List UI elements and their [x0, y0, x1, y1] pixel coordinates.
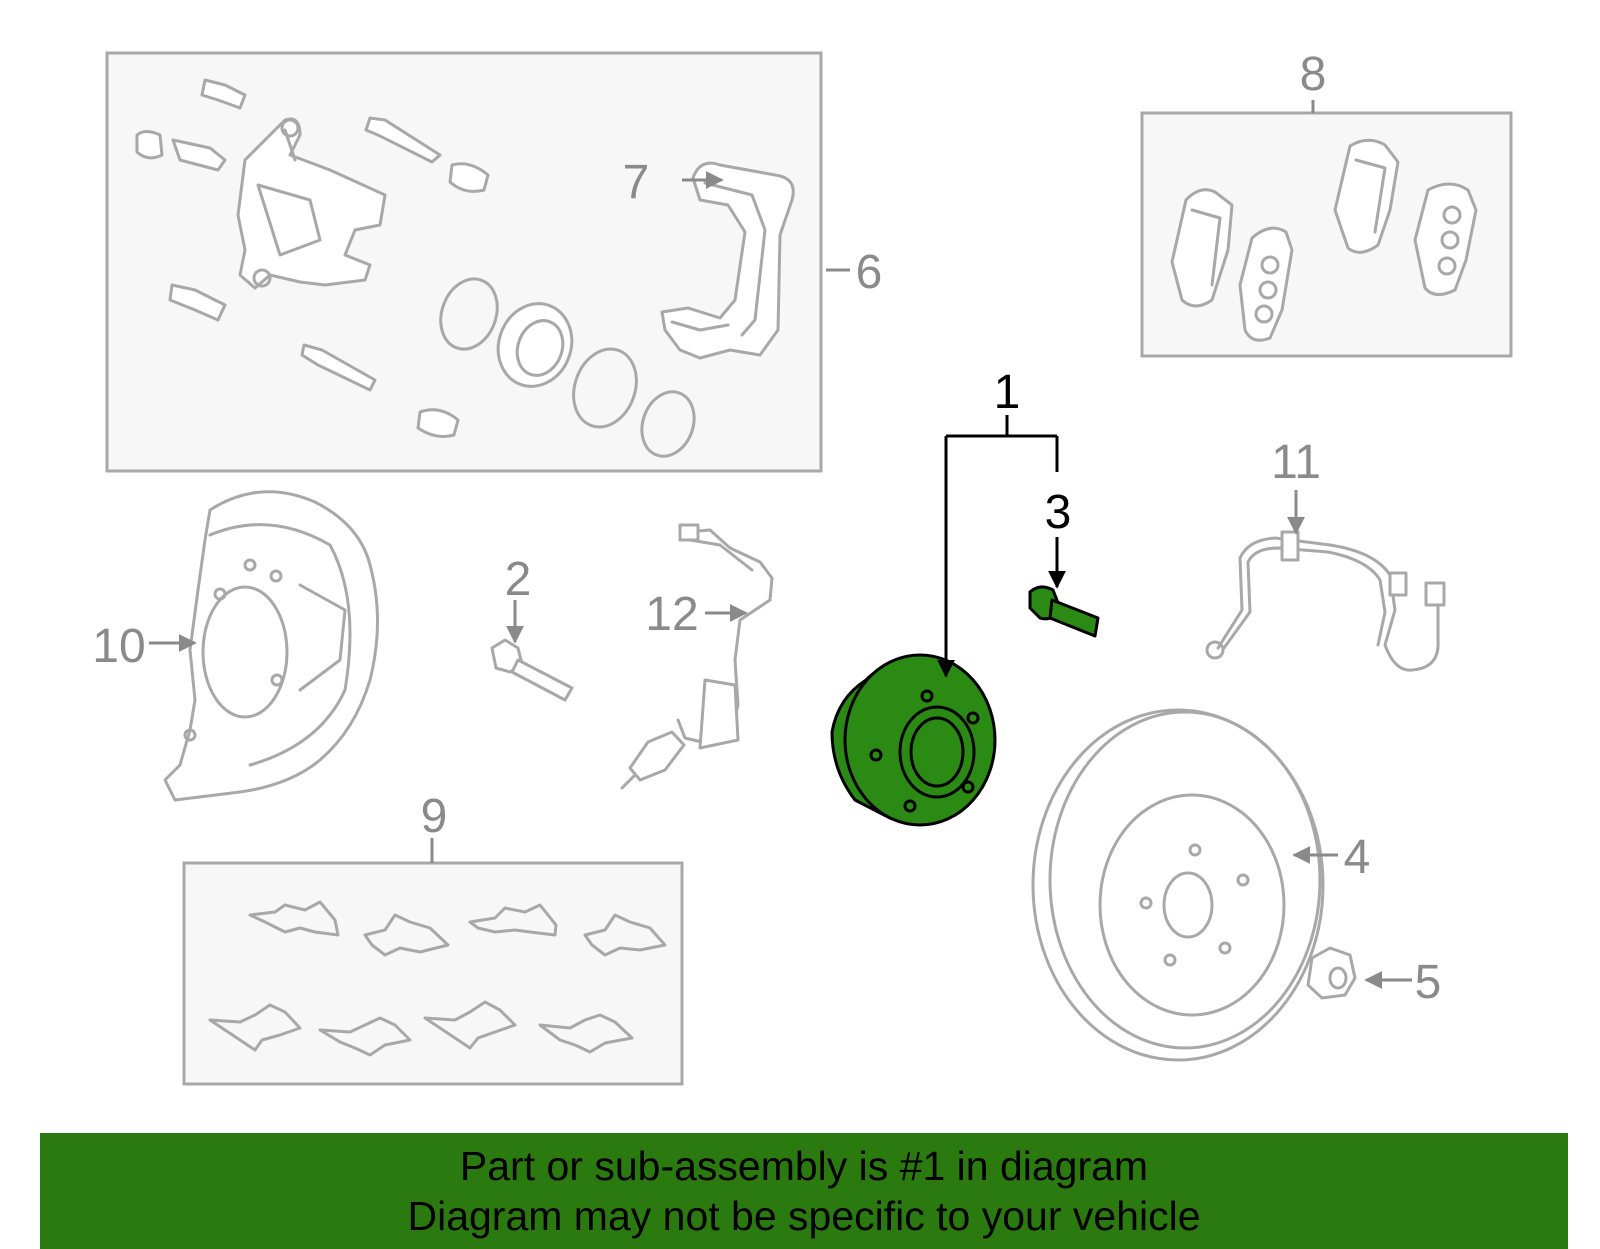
caliper-kit-group — [105, 51, 823, 473]
bolt-part-2 — [490, 638, 574, 702]
callout-2: 2 — [505, 553, 532, 606]
brake-pad-2 — [1238, 226, 1294, 342]
callout-11: 11 — [1271, 436, 1321, 489]
callout-8: 8 — [1300, 48, 1327, 101]
callout-7: 7 — [623, 156, 650, 209]
callout-1: 1 — [994, 366, 1021, 419]
wheel-speed-sensor — [620, 523, 774, 790]
caliper-boot-ring — [572, 347, 638, 429]
brake-rotor — [1031, 708, 1325, 1062]
banner-line-1: Part or sub-assembly is #1 in diagram — [459, 1143, 1149, 1189]
callout-9: 9 — [421, 790, 448, 843]
callout-10: 10 — [92, 620, 145, 673]
callout-3: 3 — [1045, 486, 1072, 539]
hardware-kit-group — [182, 861, 684, 1086]
callout-6: 6 — [856, 246, 883, 299]
caliper-seal-ring — [439, 277, 499, 351]
callout-labels: 1 2 3 4 5 6 7 8 9 10 11 12 — [92, 48, 1441, 1009]
leader-lines — [149, 100, 1412, 989]
lug-nut — [1306, 946, 1357, 1000]
caliper-small-ring — [640, 390, 696, 458]
hub-bearing-assembly — [830, 653, 997, 827]
hub-bolt — [1028, 585, 1100, 638]
caliper-mounting-bracket — [660, 161, 795, 360]
brake-hose — [1205, 530, 1446, 672]
callout-5: 5 — [1415, 956, 1442, 1009]
brake-pad-1 — [1170, 188, 1234, 308]
banner-line-2: Diagram may not be specific to your vehi… — [407, 1193, 1201, 1239]
brake-pads-group — [1140, 111, 1513, 358]
callout-4: 4 — [1344, 831, 1371, 884]
callout-12: 12 — [645, 588, 698, 641]
dust-shield — [163, 490, 379, 802]
caliper-kit-box — [105, 51, 823, 473]
hardware-kit-box — [182, 861, 684, 1086]
info-banner: Part or sub-assembly is #1 in diagram Di… — [40, 1133, 1568, 1249]
